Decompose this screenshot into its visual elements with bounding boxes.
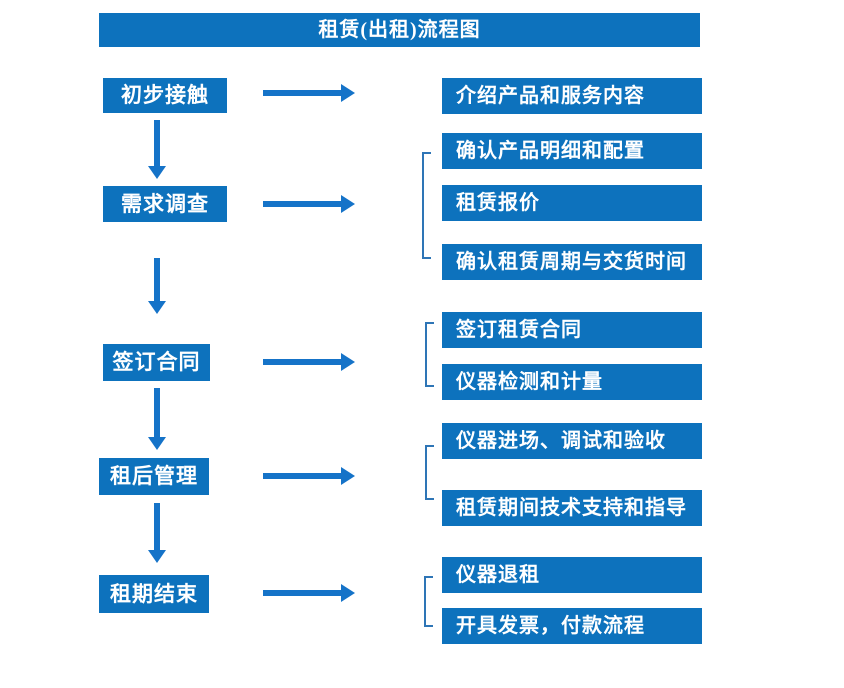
arrow-right-icon xyxy=(263,90,341,96)
detail-rental-quote: 租赁报价 xyxy=(442,185,702,221)
step-initial-contact: 初步接触 xyxy=(103,78,227,113)
detail-introduce-products-services: 介绍产品和服务内容 xyxy=(442,78,702,114)
detail-instrument-testing-metering: 仪器检测和计量 xyxy=(442,364,702,400)
flowchart-title: 租赁(出租)流程图 xyxy=(99,13,700,47)
step-sign-contract: 签订合同 xyxy=(103,344,210,381)
arrow-down-icon xyxy=(154,503,160,550)
bracket-connector xyxy=(425,445,434,500)
step-post-rental-management: 租后管理 xyxy=(99,458,209,495)
arrow-down-icon xyxy=(154,120,160,166)
arrow-right-icon xyxy=(263,201,341,207)
arrow-right-icon xyxy=(263,359,341,365)
detail-confirm-rental-period-delivery: 确认租赁周期与交货时间 xyxy=(442,244,702,280)
bracket-connector xyxy=(422,152,431,259)
detail-invoice-payment-process: 开具发票，付款流程 xyxy=(442,608,702,644)
bracket-connector xyxy=(424,576,433,627)
detail-technical-support-guidance: 租赁期间技术支持和指导 xyxy=(442,490,702,526)
arrow-down-icon xyxy=(154,388,160,437)
step-lease-end: 租期结束 xyxy=(99,575,209,613)
detail-instrument-entry-debug-acceptance: 仪器进场、调试和验收 xyxy=(442,423,702,459)
detail-confirm-product-details-config: 确认产品明细和配置 xyxy=(442,133,702,169)
arrow-down-icon xyxy=(154,258,160,301)
arrow-right-icon xyxy=(263,473,341,479)
detail-instrument-return: 仪器退租 xyxy=(442,557,702,593)
step-demand-survey: 需求调查 xyxy=(103,186,227,222)
bracket-connector xyxy=(425,322,434,387)
detail-sign-rental-contract: 签订租赁合同 xyxy=(442,312,702,348)
arrow-right-icon xyxy=(263,590,341,596)
